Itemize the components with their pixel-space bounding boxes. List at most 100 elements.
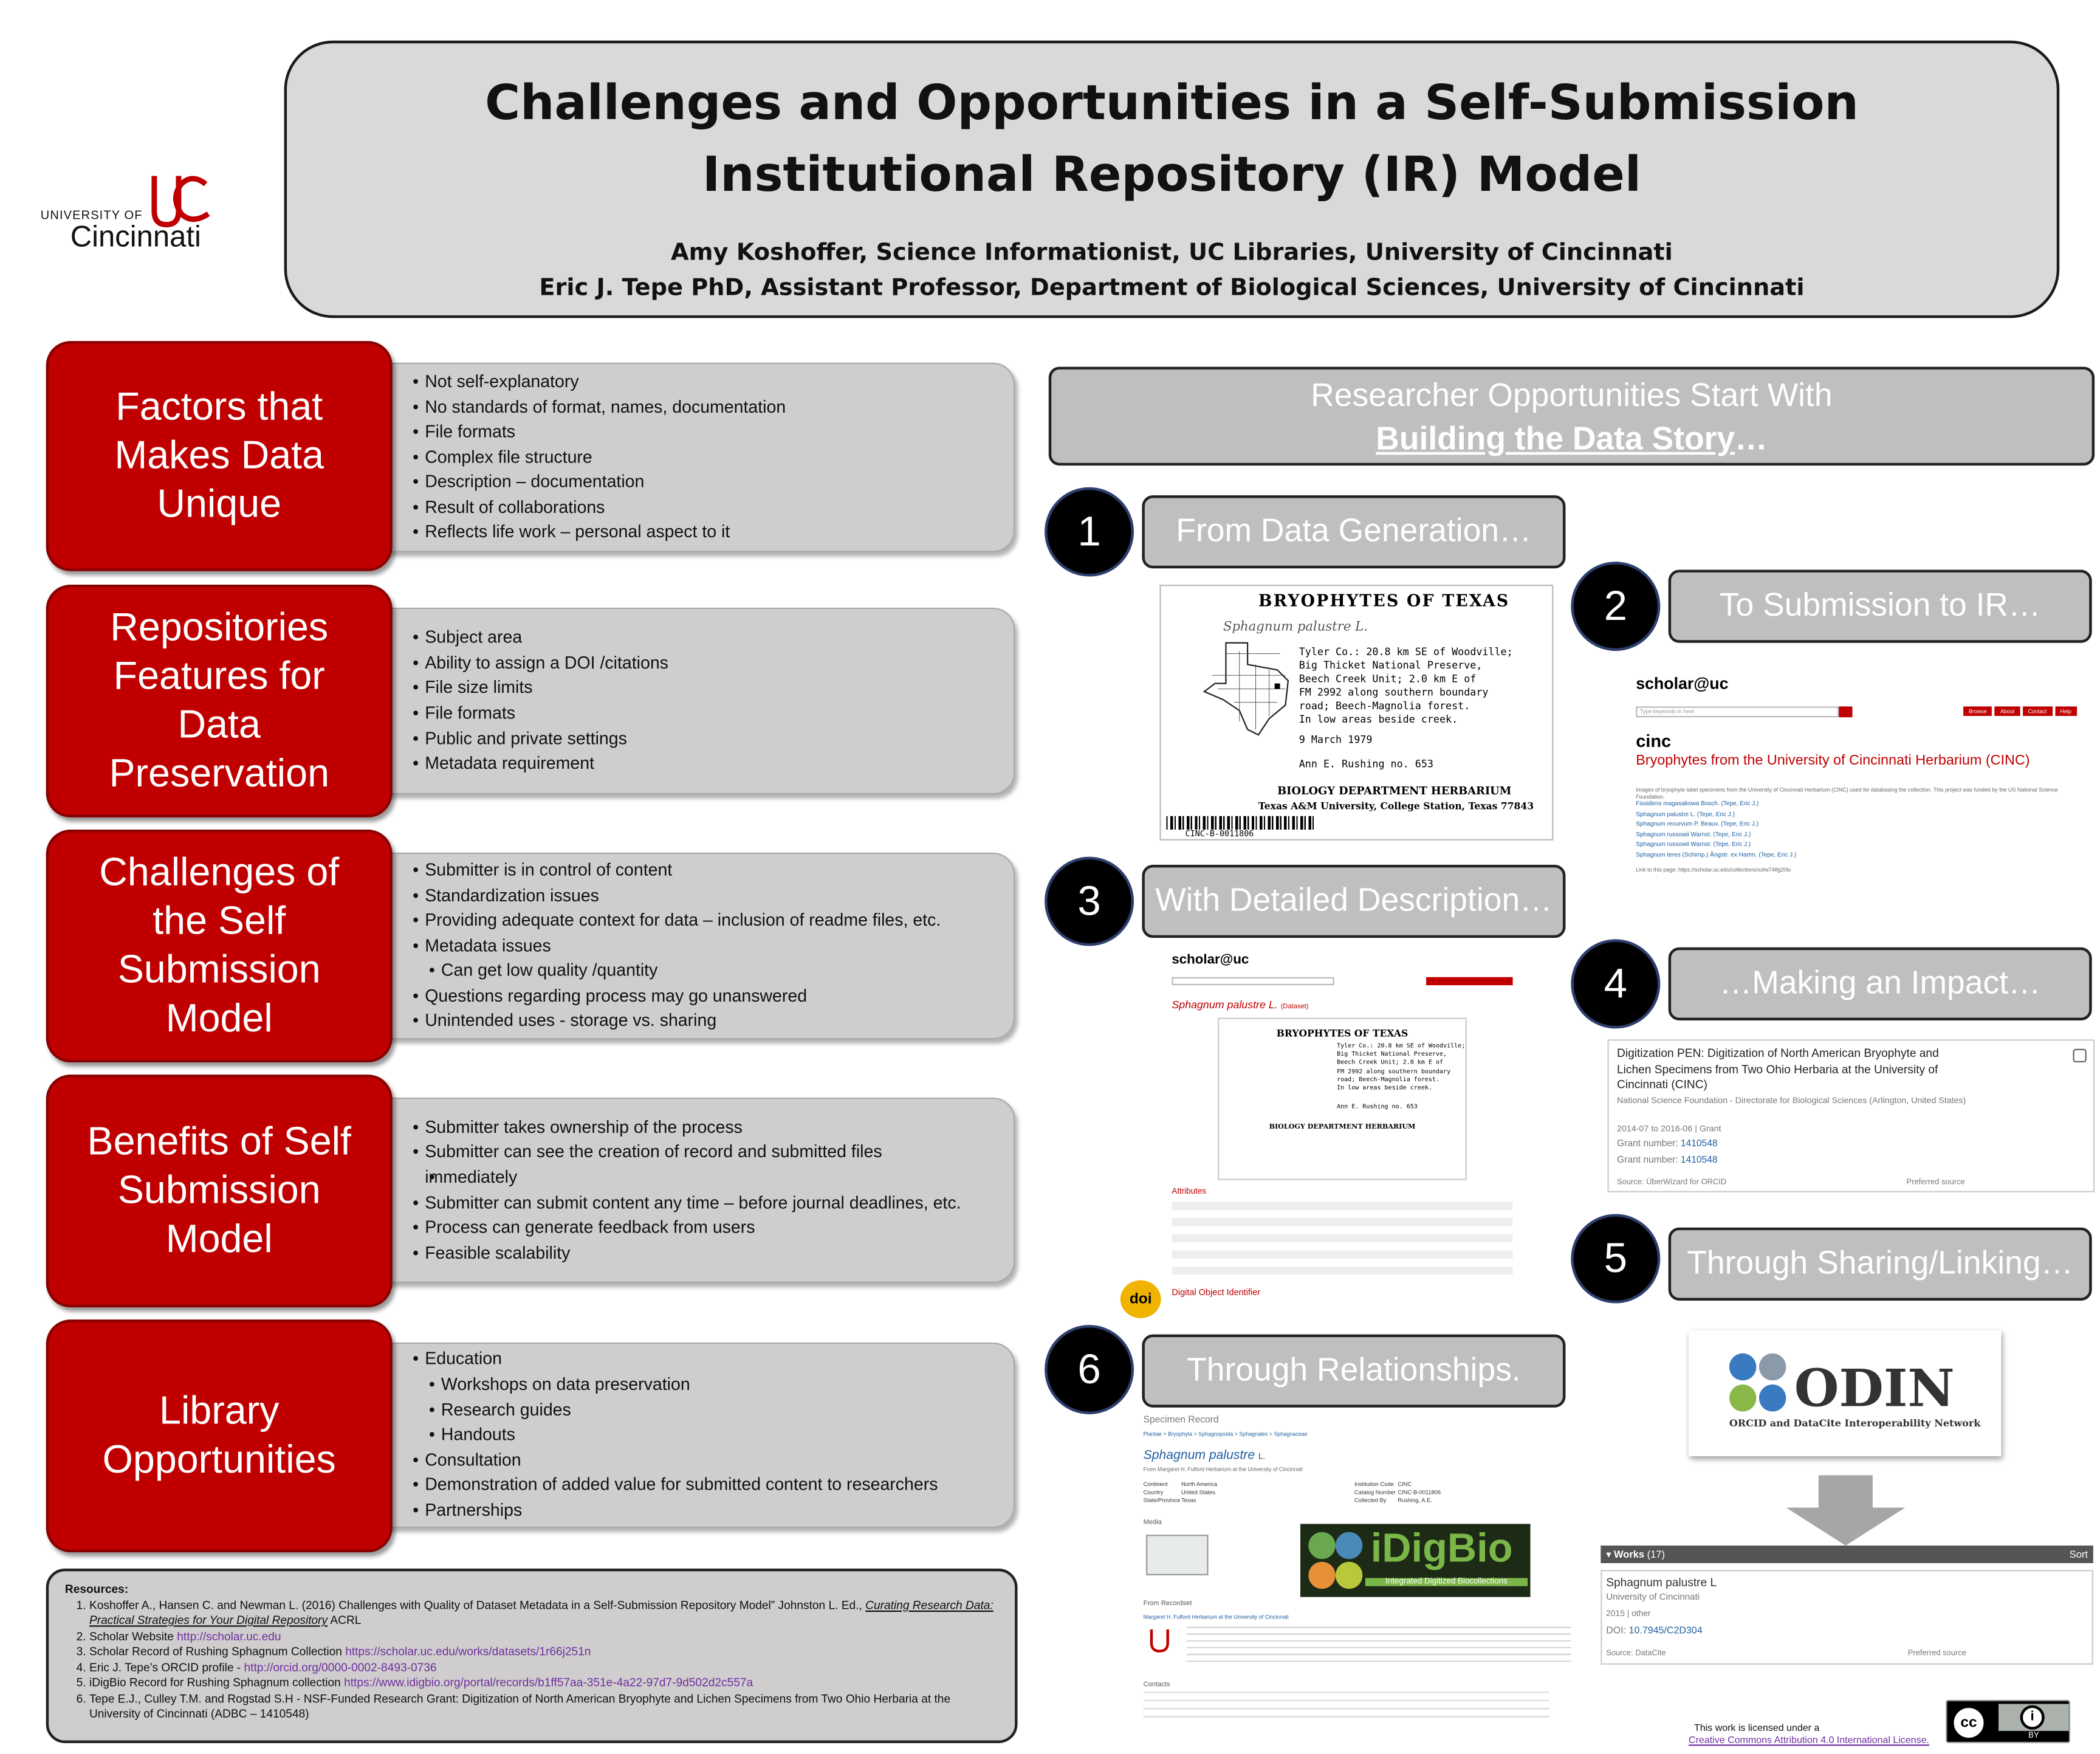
label-species: Sphagnum palustre L. [1223,619,1368,635]
label-title: BRYOPHYTES OF TEXAS [1258,591,1510,611]
record-search-input[interactable] [1172,977,1334,986]
idigbio-link[interactable]: https://www.idigbio.org/portal/records/b… [344,1675,753,1690]
grant-source: Source: ÜberWizard for ORCID [1617,1178,1727,1187]
uc-monogram-icon [151,176,210,228]
list-item: Workshops on data preservation [413,1372,1014,1397]
attributes-heading: Attributes [1172,1188,1206,1197]
author-2: Eric J. Tepe PhD, Assistant Professor, D… [539,275,1805,302]
step-5-label: Through Sharing/Linking… [1668,1227,2092,1301]
list-item: File formats [413,701,1014,726]
list-item: Providing adequate context for data – in… [413,908,1014,933]
author-1: Amy Koshoffer, Science Informationist, U… [671,239,1673,267]
step-3-number: 3 [1045,856,1134,946]
idigbio-logo: iDigBio Integrated Digitized Biocollecti… [1300,1524,1531,1597]
collection-item[interactable]: Sphagnum palustre L. (Tepe, Eric J.) [1636,810,1735,817]
collection-desc: Images of bryophyte label specimens from… [1636,786,2058,800]
logo-cincinnati: Cincinnati [70,219,201,253]
collection-item[interactable]: Sphagnum russowii Warnst. (Tepe, Eric J.… [1636,841,1751,848]
list-item: Feasible scalability [413,1240,1014,1265]
section-1-list: Not self-explanatoryNo standards of form… [365,362,1015,552]
resource-item: iDigBio Record for Rushing Sphagnum coll… [89,1676,998,1691]
step-4-label: …Making an Impact… [1668,947,2092,1021]
university-logo: UNIVERSITY OF Cincinnati [41,171,230,255]
record-brand: scholar@uc [1172,952,1249,968]
idigbio-leaf-icon [1308,1532,1363,1589]
odin-circles-icon [1729,1353,1786,1412]
odin-subtitle: ORCID and DataCite Interoperability Netw… [1729,1417,1981,1429]
step-5-number: 5 [1571,1214,1661,1304]
idigbio-name: iDigBio [1370,1526,1513,1572]
menu-help[interactable]: Help [2054,706,2077,716]
media-thumbnail[interactable] [1146,1535,1209,1575]
list-item: Research guides [413,1397,1014,1422]
specimen-from: From Margaret H. Fulford Herbarium at th… [1143,1465,1303,1473]
collection-items: Fissidens magasakowa Bosch. (Tepe, Eric … [1636,799,1796,860]
list-item: Standardization issues [413,883,1014,908]
list-item: Subject area [413,625,1014,650]
herbarium-label-image: BRYOPHYTES OF TEXAS Sphagnum palustre L.… [1159,584,1554,841]
scholar-search-input[interactable]: Type keywords in here [1636,706,1839,718]
poster-header: Challenges and Opportunities in a Self-S… [284,40,2060,318]
recordset-description [1186,1626,1571,1668]
label-institution: Texas A&M University, College Station, T… [1258,800,1534,813]
sort-button[interactable]: Sort [2069,1548,2088,1561]
list-item: No standards of format, names, documenta… [413,394,1014,419]
collection-item[interactable]: Sphagnum teres (Schimp.) Ångstr. ex Hart… [1636,851,1797,858]
menu-contact[interactable]: Contact [2022,706,2053,716]
contacts-table [1143,1691,1549,1724]
list-item: File size limits [413,676,1014,701]
works-panel: ▾ Works (17)Sort Sphagnum palustre L Uni… [1601,1546,2093,1668]
list-item: Not self-explanatory [413,370,1014,394]
right-heading-line1: Researcher Opportunities Start With [1311,377,1833,414]
step-1-number: 1 [1045,487,1134,577]
uc-small-logo-icon [1146,1627,1178,1662]
work-year: 2015 | other [1606,1609,1651,1619]
grant-card: Digitization PEN: Digitization of North … [1607,1039,2095,1192]
odin-name: ODIN [1794,1357,1955,1419]
list-item: Partnerships [413,1498,1014,1523]
work-preferred: Preferred source [1907,1649,1966,1658]
list-item: Submitter can see the creation of record… [413,1140,1014,1165]
attributes-table [1172,1202,1513,1278]
collection-item[interactable]: Sphagnum recurvum P. Beauv. (Tepe, Eric … [1636,820,1759,827]
resources-box: Resources: Koshoffer A., Hansen C. and N… [46,1568,1018,1744]
resource-item: Tepe E.J., Culley T.M. and Rogstad S.H -… [89,1691,998,1722]
idigbio-subtitle: Integrated Digitized Biocollections [1365,1578,1528,1586]
recordset-link[interactable]: Margaret H. Fulford Herbarium at the Uni… [1143,1613,1289,1620]
section-3-list: Submitter is in control of contentStanda… [365,852,1015,1040]
attribution-icon: i [2020,1705,2045,1730]
collapse-icon[interactable] [2073,1048,2087,1063]
menu-about[interactable]: About [1995,706,2020,716]
scholar-link[interactable]: http://scholar.uc.edu [177,1628,281,1643]
search-icon[interactable] [1839,706,1853,718]
scholar-record-link[interactable]: https://scholar.uc.edu/works/datasets/1r… [345,1644,591,1658]
label-barcode-text: CINC-B-0011806 [1185,830,1254,839]
license-link[interactable]: Creative Commons Attribution 4.0 Interna… [1689,1733,1929,1746]
grant-funder: National Science Foundation - Directorat… [1617,1096,1966,1106]
list-item: Submitter can submit content any time – … [413,1190,1014,1215]
poster-title: Challenges and Opportunities in a Self-S… [485,75,1859,204]
grant-number-2: Grant number: 1410548 [1617,1155,1718,1166]
orcid-link[interactable]: http://orcid.org/0000-0002-8493-0736 [244,1660,437,1674]
list-item: Can get low quality /quantity [413,958,1014,983]
collection-item[interactable]: Fissidens magasakowa Bosch. (Tepe, Eric … [1636,800,1759,807]
license-text: This work is licensed under a Creative C… [1689,1721,1929,1746]
works-header[interactable]: ▾ Works (17)Sort [1601,1546,2093,1563]
work-institution: University of Cincinnati [1606,1592,1700,1603]
list-item: Result of collaborations [413,495,1014,520]
record-menu[interactable] [1426,977,1513,986]
resource-item: Scholar Website http://scholar.uc.edu [89,1629,998,1645]
collection-item[interactable]: Sphagnum russowii Warnst. (Tepe, Eric J.… [1636,830,1751,837]
work-doi: DOI: 10.7945/C2D304 [1606,1624,1703,1637]
work-title: Sphagnum palustre L [1606,1575,1717,1589]
cc-by-badge[interactable]: cc i BY [1946,1699,2071,1744]
resource-item: Eric J. Tepe’s ORCID profile - http://or… [89,1660,998,1676]
specimen-breadcrumb[interactable]: Plantae > Bryophyta > Sphagnopsida > Sph… [1143,1430,1308,1437]
menu-browse[interactable]: Browse [1963,706,1992,716]
list-item: Questions regarding process may go unans… [413,984,1014,1009]
